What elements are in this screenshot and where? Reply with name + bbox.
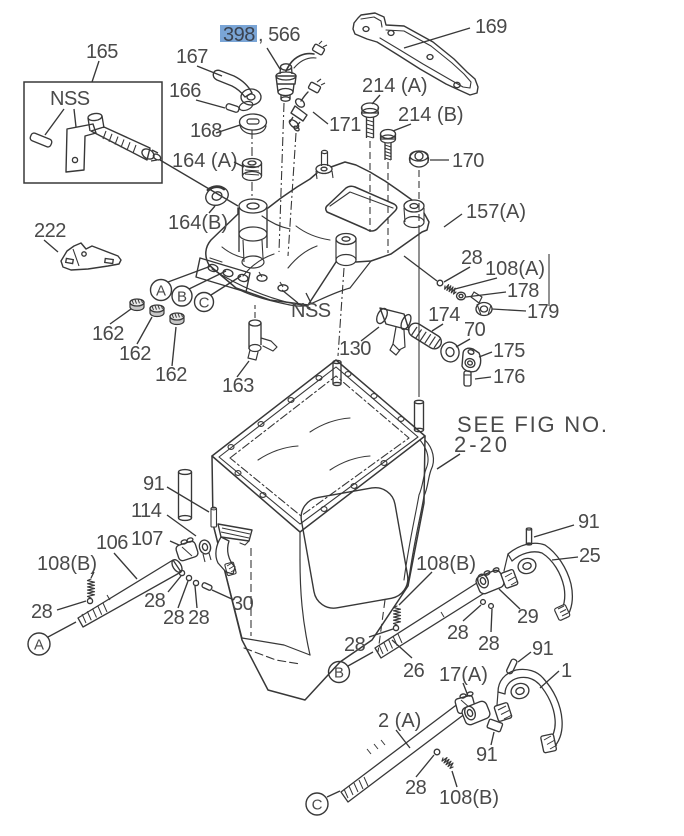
svg-text:B: B (334, 665, 344, 682)
svg-text:NSS: NSS (50, 88, 90, 110)
svg-text:, 566: , 566 (258, 24, 300, 46)
svg-text:C: C (312, 797, 323, 814)
svg-text:169: 169 (475, 16, 507, 38)
svg-text:162: 162 (155, 364, 187, 386)
svg-text:91: 91 (143, 473, 165, 495)
svg-text:167: 167 (176, 46, 208, 68)
svg-text:166: 166 (169, 80, 201, 102)
svg-text:108(B): 108(B) (416, 553, 476, 575)
svg-text:171: 171 (329, 114, 361, 136)
svg-text:170: 170 (452, 150, 484, 172)
svg-text:164 (A): 164 (A) (172, 150, 238, 172)
svg-text:28: 28 (31, 601, 53, 623)
svg-text:28: 28 (163, 607, 185, 629)
svg-text:214 (A): 214 (A) (362, 75, 428, 97)
svg-text:108(B): 108(B) (439, 787, 499, 809)
svg-text:2 (A): 2 (A) (378, 710, 421, 732)
svg-text:398: 398 (223, 24, 255, 46)
svg-text:B: B (177, 289, 187, 306)
svg-text:157(A): 157(A) (466, 201, 526, 223)
svg-text:222: 222 (34, 220, 66, 242)
svg-text:91: 91 (532, 638, 554, 660)
svg-text:30: 30 (232, 593, 254, 615)
svg-text:179: 179 (527, 301, 559, 323)
svg-text:108(A): 108(A) (485, 258, 545, 280)
svg-text:SEE FIG NO.: SEE FIG NO. (457, 412, 609, 437)
svg-text:28: 28 (188, 607, 210, 629)
svg-text:174: 174 (428, 304, 460, 326)
svg-text:165: 165 (86, 41, 118, 63)
svg-text:91: 91 (578, 511, 600, 533)
svg-text:164(B): 164(B) (168, 212, 228, 234)
svg-text:106: 106 (96, 532, 128, 554)
svg-text:28: 28 (461, 247, 483, 269)
svg-text:25: 25 (579, 545, 601, 567)
svg-text:28: 28 (478, 633, 500, 655)
svg-text:168: 168 (190, 120, 222, 142)
svg-text:2-20: 2-20 (454, 432, 510, 457)
svg-text:107: 107 (131, 528, 163, 550)
svg-text:175: 175 (493, 340, 525, 362)
svg-text:A: A (156, 283, 166, 300)
svg-text:A: A (34, 637, 44, 654)
svg-text:28: 28 (144, 590, 166, 612)
svg-text:26: 26 (403, 660, 425, 682)
svg-text:28: 28 (344, 634, 366, 656)
svg-text:108(B): 108(B) (37, 553, 97, 575)
svg-text:17(A): 17(A) (439, 664, 488, 686)
svg-text:114: 114 (131, 500, 162, 522)
svg-text:178: 178 (507, 280, 539, 302)
svg-text:163: 163 (222, 375, 254, 397)
svg-text:91: 91 (476, 744, 498, 766)
svg-text:176: 176 (493, 366, 525, 388)
svg-text:C: C (199, 295, 210, 312)
svg-text:130: 130 (339, 338, 371, 360)
svg-text:28: 28 (405, 777, 427, 799)
svg-text:1: 1 (561, 660, 572, 682)
svg-text:162: 162 (119, 343, 151, 365)
svg-text:214 (B): 214 (B) (398, 104, 464, 126)
svg-text:28: 28 (447, 622, 469, 644)
svg-text:70: 70 (464, 319, 486, 341)
svg-text:29: 29 (517, 606, 539, 628)
svg-text:NSS: NSS (291, 300, 331, 322)
svg-text:162: 162 (92, 323, 124, 345)
